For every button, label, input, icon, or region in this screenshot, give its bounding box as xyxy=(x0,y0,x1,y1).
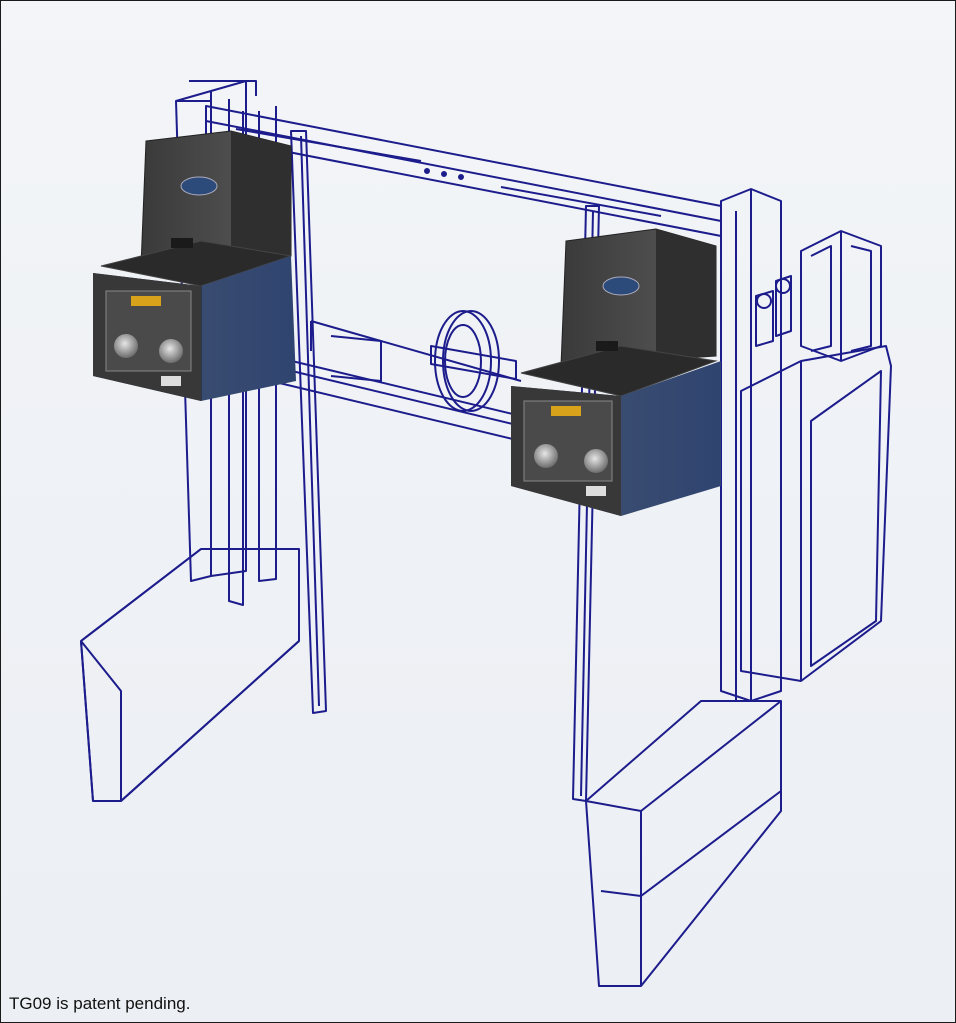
patent-caption: TG09 is patent pending. xyxy=(9,994,191,1013)
right-upright xyxy=(720,188,782,702)
left-base-foot xyxy=(80,548,300,802)
left-vertical-rail xyxy=(290,130,327,714)
electrical-cabinet xyxy=(740,345,892,682)
right-applicator-unit xyxy=(511,228,721,516)
right-base-foot xyxy=(585,700,782,987)
pneumatic-regulator xyxy=(755,230,882,362)
left-applicator-unit xyxy=(93,130,296,401)
wheel-fixture xyxy=(430,310,517,412)
